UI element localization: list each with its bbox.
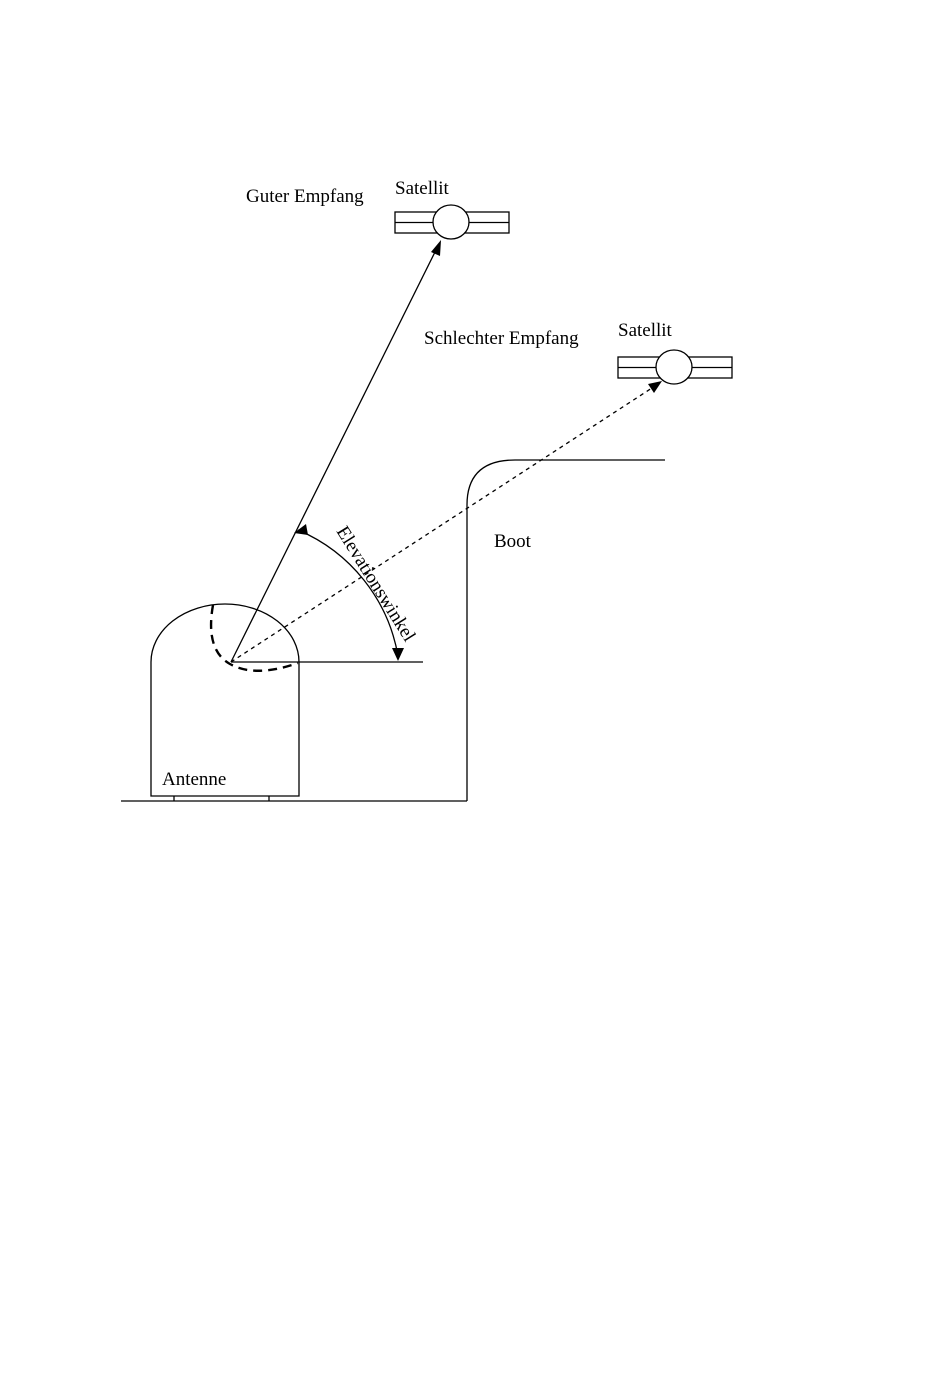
elevation-angle-label: Elevationswinkel (332, 523, 420, 646)
boat-outline (467, 460, 665, 801)
good-signal-ray (231, 248, 437, 662)
good-reception-label: Guter Empfang (246, 186, 364, 207)
boat-label: Boot (494, 531, 532, 552)
satellite-good-label: Satellit (395, 178, 450, 199)
satellite-icon-bad (618, 350, 732, 384)
elevation-arc-arrowhead-top (294, 524, 308, 535)
bad-signal-ray (231, 386, 655, 662)
bad-signal-arrowhead (648, 381, 662, 393)
good-signal-arrowhead (431, 240, 441, 256)
antenna-label: Antenne (162, 769, 226, 790)
satellite-icon-good (395, 205, 509, 239)
antenna-housing (151, 604, 299, 796)
elevation-arc-arrowhead-bottom (392, 648, 404, 661)
bad-reception-label: Schlechter Empfang (424, 328, 579, 349)
satellite-bad-label: Satellit (618, 320, 673, 341)
